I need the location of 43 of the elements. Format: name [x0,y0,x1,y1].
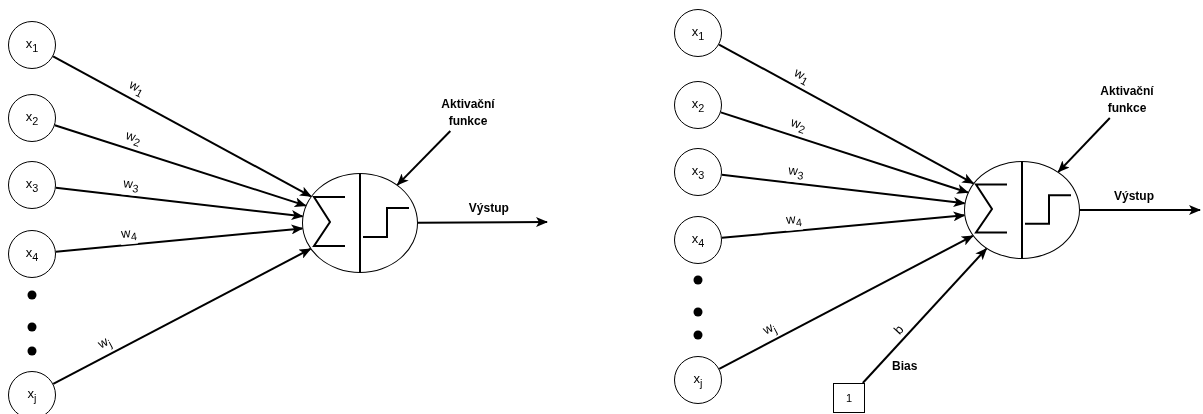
input-label: x$_{1}$ [25,36,39,54]
neuron-ellipse [964,161,1080,259]
arrow [54,224,304,253]
annotation-text: Aktivační funkce [1092,82,1162,118]
input-label: x$_{j}$ [693,371,703,389]
input-circle [674,356,722,404]
arrow [1079,205,1201,215]
arrow [718,234,974,370]
arrow [52,55,312,198]
input-circle [674,216,722,264]
input-label: x$_{1}$ [691,24,705,42]
edge-label: Výstup [467,201,510,216]
input-circle [8,161,56,209]
arrow [52,248,312,385]
arrow [718,43,975,185]
input-label: x$_{j}$ [27,386,37,404]
input-circle [8,371,56,414]
bias-label: Bias [892,359,918,373]
input-label: x$_{4}$ [691,231,705,249]
input-label: x$_{2}$ [25,109,39,127]
input-circle [674,148,722,196]
arrow [417,217,548,228]
input-circle [8,94,56,142]
input-label: x$_{4}$ [25,245,39,263]
input-circle [674,81,722,129]
edge-label: Výstup [1113,189,1155,203]
input-label: x$_{2}$ [691,96,705,114]
arrow [720,173,966,207]
arrow [861,247,988,384]
arrow [54,186,304,221]
input-circle [8,230,56,278]
input-label: x$_{3}$ [691,163,705,181]
annotation-text: Aktivační funkce [433,95,503,131]
arrow [1057,117,1111,173]
bias-box [833,383,865,413]
input-label: x$_{3}$ [25,176,39,194]
arrow [53,124,307,207]
input-circle [8,21,56,69]
arrow [396,130,452,186]
bias-value: 1 [845,392,853,404]
input-circle [674,9,722,57]
arrow [720,211,966,239]
arrow [719,111,969,194]
